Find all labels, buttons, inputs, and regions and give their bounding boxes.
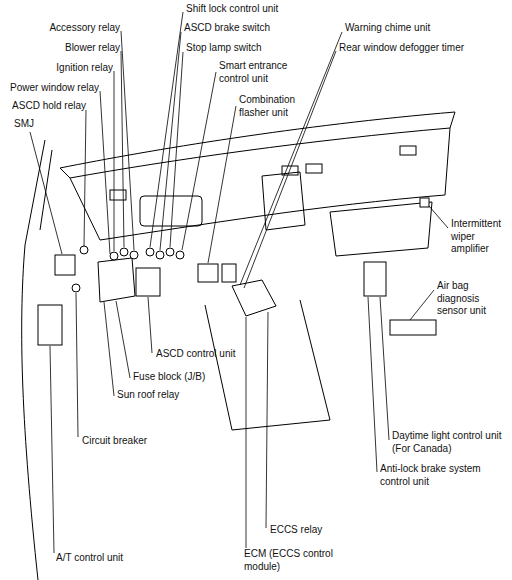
leader-line — [114, 71, 115, 251]
leader-line — [104, 302, 114, 396]
part-label: Power window relay — [2, 82, 99, 95]
part-label: Combination flasher unit — [239, 94, 303, 119]
part-label: Stop lamp switch — [186, 42, 296, 55]
leader-line — [266, 312, 268, 528]
console-line — [300, 300, 330, 420]
leader-line — [368, 297, 377, 472]
leader-line — [429, 206, 448, 228]
leader-line — [84, 110, 86, 246]
floor-line — [232, 420, 330, 430]
part-label: Accessory relay — [10, 22, 120, 35]
a-pillar — [22, 140, 45, 580]
part-label: Shift lock control unit — [186, 3, 296, 16]
leader-line — [380, 297, 389, 440]
leader-line — [100, 91, 110, 254]
leader-line — [160, 32, 181, 250]
leader-line — [170, 52, 183, 247]
part-label: Smart entrance control unit — [219, 60, 291, 85]
relay — [166, 248, 174, 256]
air-vent — [306, 164, 322, 173]
part-label: ASCD brake switch — [184, 22, 294, 35]
relay — [130, 251, 138, 259]
part-label: Rear window defogger timer — [339, 42, 469, 55]
part-label: Warning chime unit — [345, 22, 455, 35]
abs-control-unit — [364, 262, 386, 296]
door-line — [40, 150, 52, 230]
dash-right-end — [445, 112, 455, 195]
fuse-block — [98, 258, 135, 302]
leader-line — [182, 72, 216, 250]
relay — [176, 251, 184, 259]
part-label: ASCD hold relay — [2, 100, 86, 113]
leader-line — [244, 51, 336, 288]
part-label: Fuse block (J/B) — [133, 371, 243, 384]
leader-line — [30, 132, 62, 254]
relay — [80, 246, 88, 254]
console-line — [205, 305, 232, 430]
glovebox — [330, 202, 432, 256]
part-label: Daytime light control unit (For Canada) — [392, 430, 504, 455]
wiper-amplifier — [420, 198, 429, 207]
windshield-edge — [60, 112, 455, 168]
leader-line — [50, 346, 54, 553]
part-label: Air bag diagnosis sensor unit — [437, 280, 509, 318]
part-label: ASCD control unit — [156, 348, 266, 361]
part-label: Intermittent wiper amplifier — [451, 218, 509, 256]
smj-connector — [55, 255, 75, 275]
part-label: ECCS relay — [270, 524, 370, 537]
instrument-cluster — [140, 196, 202, 226]
leader-line — [121, 31, 134, 250]
ascd-control-unit — [136, 268, 160, 296]
part-label: SMJ — [14, 118, 44, 131]
part-label: Sun roof relay — [117, 389, 227, 402]
flasher-unit — [198, 264, 218, 282]
ecm-box — [232, 280, 276, 316]
part-label: Ignition relay — [2, 62, 113, 75]
circuit-breaker — [72, 284, 80, 292]
leader-line — [208, 106, 236, 263]
at-control-unit — [38, 305, 62, 345]
leader-line — [410, 290, 434, 320]
air-vent — [400, 146, 416, 155]
relay — [120, 248, 128, 256]
part-label: A/T control unit — [56, 552, 166, 565]
leader-line — [246, 317, 247, 548]
part-label: ECM (ECCS control module) — [244, 548, 354, 573]
relay — [110, 252, 118, 260]
leader-line — [76, 293, 78, 437]
relay — [146, 248, 154, 256]
airbag-sensor-unit — [390, 320, 436, 335]
part-label: Blower relay — [10, 42, 120, 55]
leader-line — [116, 301, 130, 378]
part-label: Circuit breaker — [82, 435, 182, 448]
dash-left-end — [60, 168, 100, 240]
leader-line — [148, 297, 152, 353]
smart-entrance-unit — [222, 264, 236, 282]
relay — [156, 251, 164, 259]
part-label: Anti-lock brake system control unit — [380, 463, 496, 488]
leader-line — [121, 51, 124, 247]
center-stack — [262, 172, 305, 230]
leader-line — [150, 12, 183, 247]
